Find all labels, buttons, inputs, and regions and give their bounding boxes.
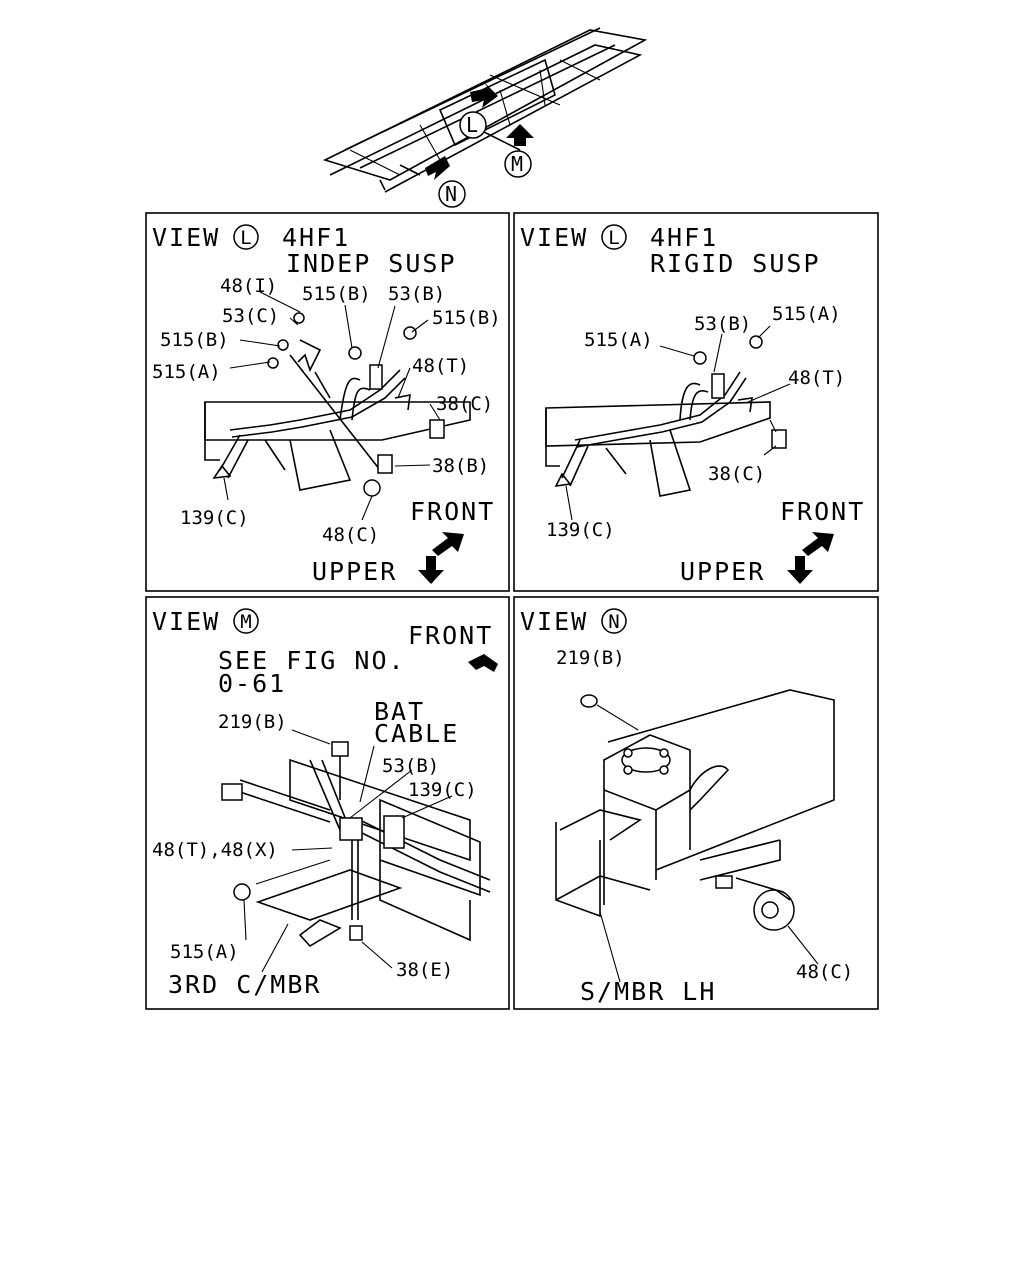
callout-circle-l [459,111,487,139]
view-word: VIEW [152,223,220,252]
part-label: 38(B) [432,455,489,477]
chassis-overview: L M N [322,27,648,208]
view-l-arrow [470,82,498,108]
front-label: FRONT [780,497,865,526]
upper-label: UPPER [680,557,765,586]
part-label: 515(A) [772,303,841,325]
panel-view-m: VIEW M FRONT SEE FIG NO. 0-61 BAT CABLE [145,596,510,1010]
front-arrow [802,532,834,556]
view-word: VIEW [520,607,588,636]
engine-code: 4HF1 [282,223,350,252]
part-label: 139(C) [408,779,477,801]
member-label: S/MBR LH [580,977,716,1006]
see-fig-line-2: 0-61 [218,669,286,698]
part-label: 515(B) [302,283,371,305]
view-letter-circle [601,224,627,250]
callout-n: N [445,182,459,206]
upper-arrow [418,556,444,584]
part-label: 139(C) [180,507,249,529]
view-letter: L [240,227,251,249]
part-label: 515(A) [584,329,653,351]
engine-code: 4HF1 [650,223,718,252]
front-label: FRONT [410,497,495,526]
part-label: 48(T),48(X) [152,839,278,861]
callout-circle-n [438,180,466,208]
part-label: 515(A) [152,361,221,383]
front-arrow [468,654,498,672]
indep-assembly-drawing [204,291,471,521]
panel-frame [145,596,510,1010]
part-label: 515(A) [170,941,239,963]
view-n-arrow [425,150,450,180]
part-label: 48(T) [788,367,845,389]
crossmember-assembly-drawing [221,729,491,973]
panel-view-l-rigid: VIEW L 4HF1 RIGID SUSP 53(B) 515(A) 515(… [513,212,879,592]
part-label: 53(B) [694,313,751,335]
view-letter-circle [233,224,259,250]
panel-frame [513,596,879,1010]
callout-l: L [466,113,480,137]
part-label: 48(I) [220,275,277,297]
upper-label: UPPER [312,557,397,586]
view-letter-circle [601,608,627,634]
upper-arrow [787,556,813,584]
part-label: 53(B) [382,755,439,777]
panel-view-n: VIEW N 219(B) 48(C) S/MBR LH [513,596,879,1010]
suspension-variant: INDEP SUSP [286,249,457,278]
side-member-drawing [555,689,835,983]
part-label: 53(C) [222,305,279,327]
part-label: 515(B) [432,307,501,329]
part-label: 139(C) [546,519,615,541]
part-label: 38(C) [436,393,493,415]
part-label: 48(C) [796,961,853,983]
part-label: 48(T) [412,355,469,377]
bat-cable-line-2: CABLE [374,719,459,748]
view-word: VIEW [152,607,220,636]
see-fig-line-1: SEE FIG NO. [218,646,406,675]
panel-frame [145,212,510,592]
view-letter: L [608,227,619,249]
view-word: VIEW [520,223,588,252]
part-label: 515(B) [160,329,229,351]
bat-cable-line-1: BAT [374,697,425,726]
part-label: 38(E) [396,959,453,981]
panel-view-l-indep: VIEW L 4HF1 INDEP SUSP [145,212,510,592]
front-arrow [432,532,464,556]
view-m-arrow [506,124,534,146]
view-letter: M [240,611,251,633]
callout-m: M [511,152,525,176]
suspension-variant: RIGID SUSP [650,249,821,278]
part-label: 53(B) [388,283,445,305]
part-label: 38(C) [708,463,765,485]
part-label: 219(B) [556,647,625,669]
part-label: 219(B) [218,711,287,733]
view-letter-circle [233,608,259,634]
panel-frame [513,212,879,592]
callout-circle-m [504,150,532,178]
view-letter: N [608,611,619,633]
member-label: 3RD C/MBR [168,970,321,999]
rigid-assembly-drawing [545,325,791,521]
chassis-frame-drawing [322,27,648,193]
part-label: 48(C) [322,524,379,546]
front-label: FRONT [408,621,493,650]
